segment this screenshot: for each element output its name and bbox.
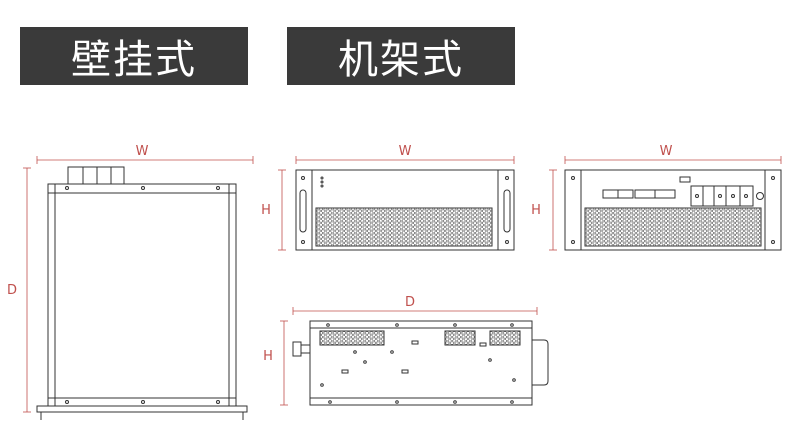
right-handle bbox=[503, 189, 511, 233]
rear-handle bbox=[532, 339, 549, 386]
ground-terminal bbox=[756, 192, 764, 200]
rack-side-view bbox=[292, 320, 549, 406]
breaker-block bbox=[690, 185, 754, 207]
wall-width-label: W bbox=[136, 144, 149, 159]
rack-front-height-dimension bbox=[278, 169, 286, 251]
rack-rear-height-dimension bbox=[549, 169, 557, 251]
rack-front-view bbox=[295, 169, 515, 251]
rack-side-depth-dimension bbox=[292, 307, 538, 315]
rack-front-panel bbox=[295, 169, 515, 251]
rack-mount-label: 机架式 bbox=[287, 27, 515, 85]
wall-width-dimension bbox=[36, 156, 254, 164]
rack-side-height-dimension bbox=[280, 320, 288, 406]
front-ear bbox=[292, 341, 302, 357]
left-handle bbox=[299, 189, 307, 233]
rack-front-height-label: H bbox=[261, 203, 271, 218]
rack-rear-height-label: H bbox=[531, 203, 541, 218]
wall-depth-label: D bbox=[7, 283, 17, 298]
rear-vent-grille bbox=[584, 207, 762, 247]
terminal-block bbox=[67, 166, 125, 185]
wall-mount-front-view bbox=[36, 166, 248, 420]
rack-rear-panel bbox=[564, 169, 782, 251]
rack-front-width-label: W bbox=[399, 144, 412, 159]
rack-rear-width-dimension bbox=[564, 156, 782, 164]
rack-front-width-dimension bbox=[295, 156, 515, 164]
wall-mount-body bbox=[47, 183, 237, 407]
mount-flange bbox=[36, 405, 248, 413]
rack-rear-view bbox=[564, 169, 782, 251]
rack-rear-width-label: W bbox=[660, 144, 673, 159]
rack-side-body bbox=[309, 320, 533, 406]
rack-side-depth-label: D bbox=[405, 295, 415, 310]
rack-side-height-label: H bbox=[263, 349, 273, 364]
wall-depth-dimension bbox=[23, 167, 31, 413]
label-plate bbox=[679, 176, 691, 183]
vent-grille bbox=[315, 207, 493, 247]
wall-mount-label: 壁挂式 bbox=[20, 27, 248, 85]
